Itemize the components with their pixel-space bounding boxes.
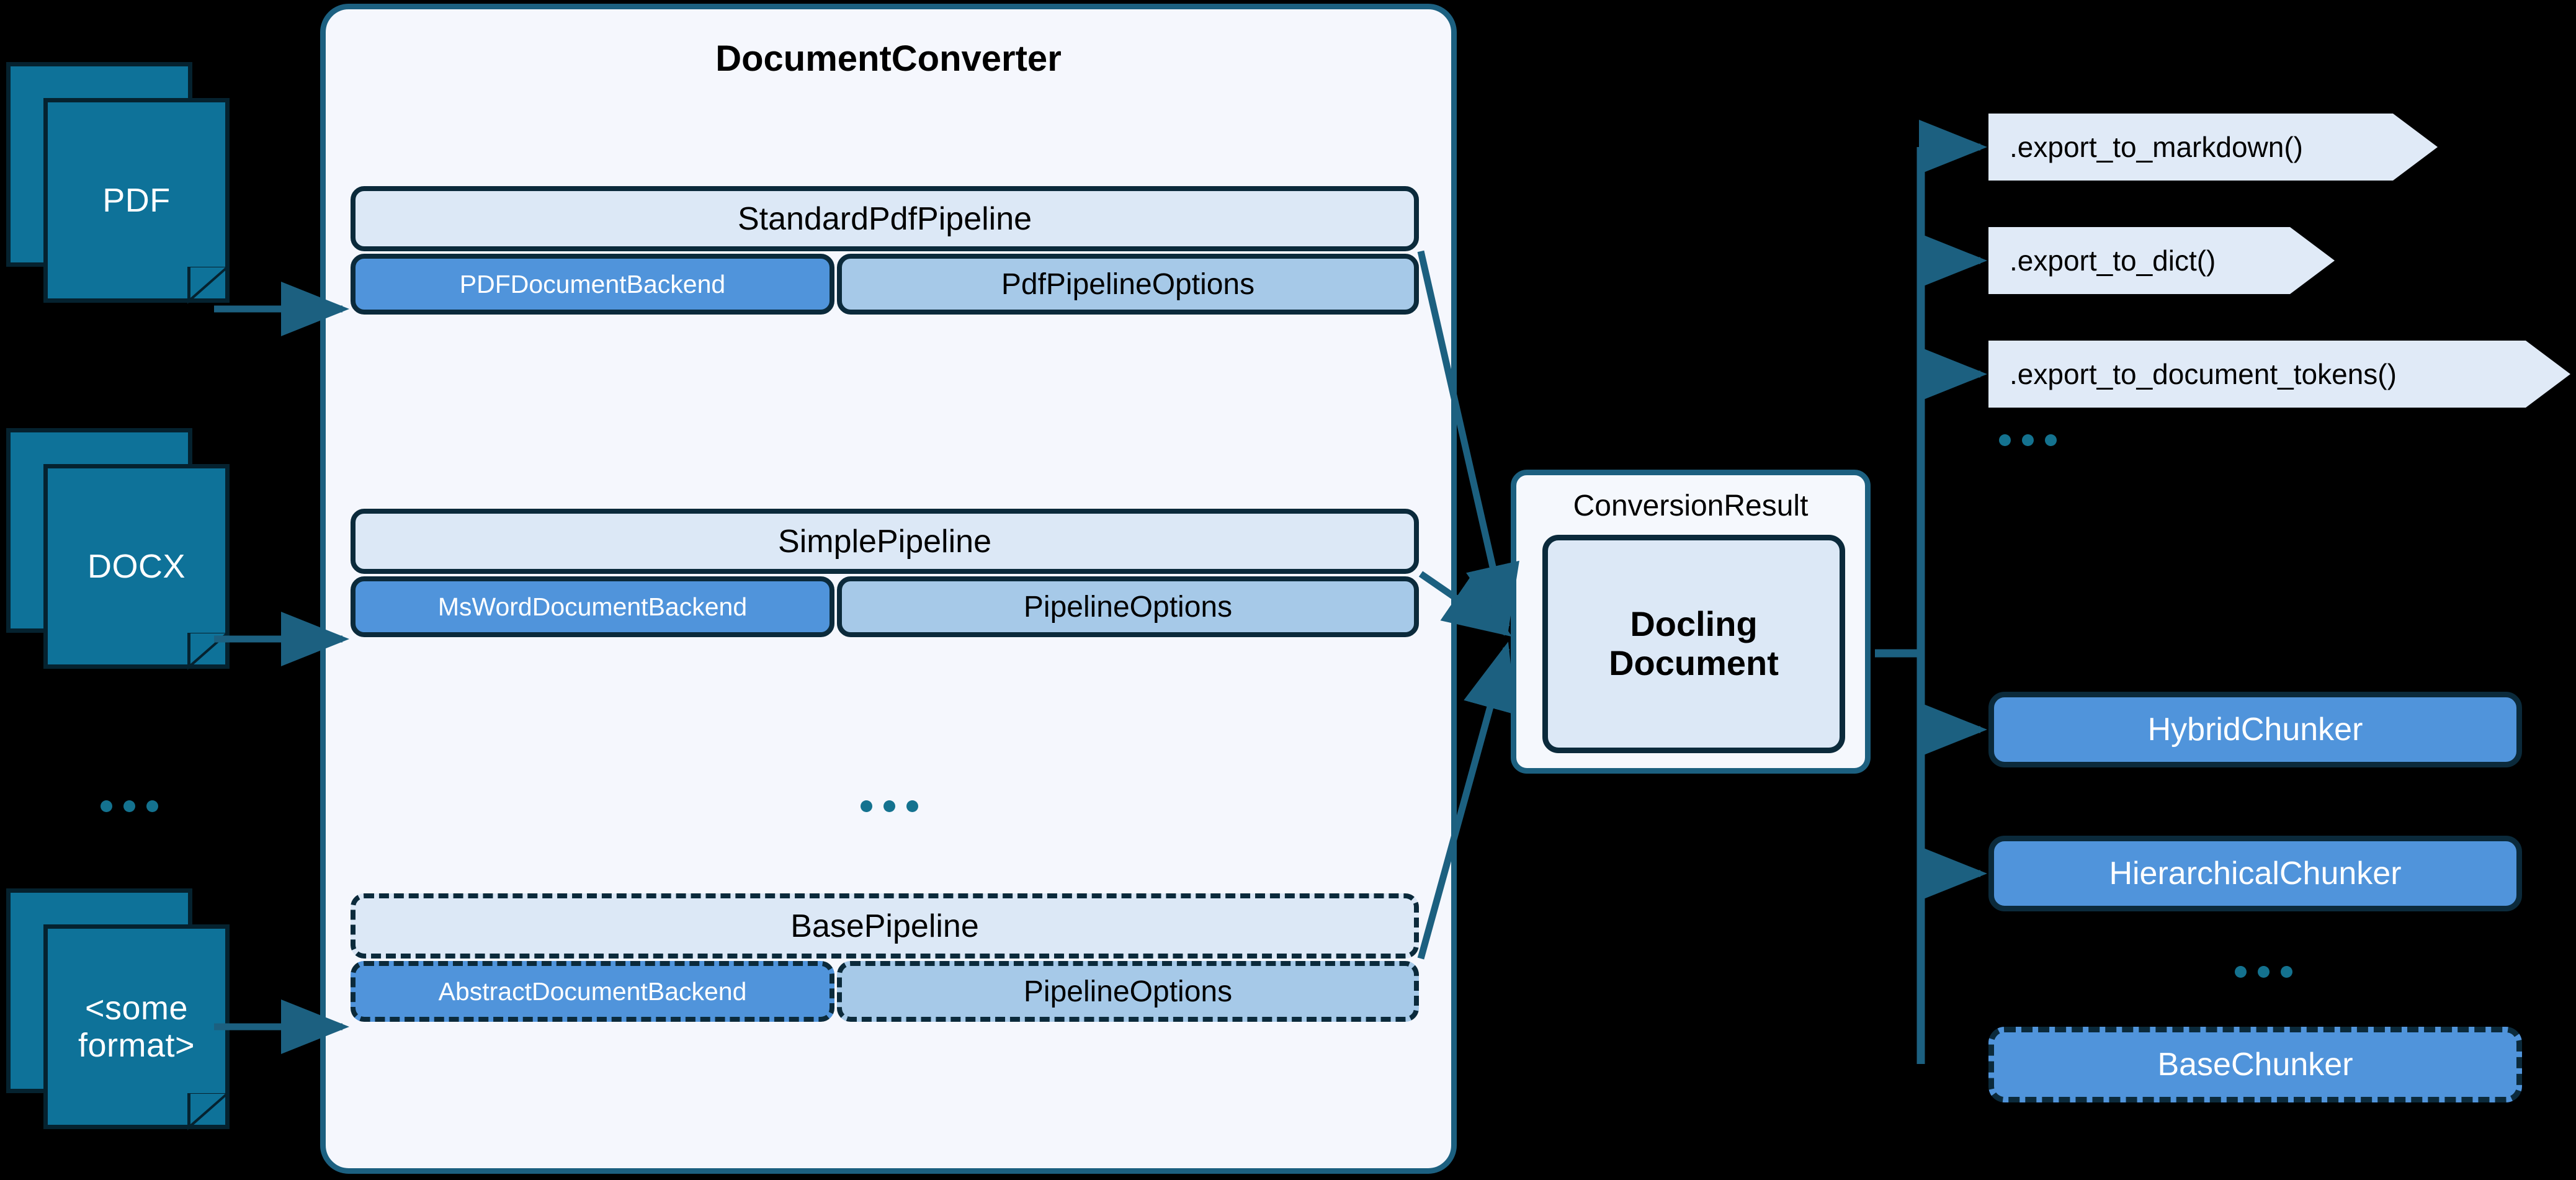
- page-fold-inner-icon: [190, 1094, 225, 1124]
- export-label-dict: .export_to_dict(): [2010, 244, 2216, 277]
- panel-title: DocumentConverter: [715, 38, 1062, 79]
- chunker-box-base[interactable]: BaseChunker: [1988, 1027, 2522, 1102]
- options-box-pdfpipelineoptions[interactable]: PdfPipelineOptions: [837, 254, 1419, 315]
- chunker-label-hybrid: HybridChunker: [2147, 712, 2363, 748]
- converter-ellipsis: [861, 800, 918, 812]
- input-label-docx: DOCX: [87, 547, 186, 585]
- pipeline-head-base[interactable]: BasePipeline: [351, 893, 1419, 959]
- pipeline-head-simple[interactable]: SimplePipeline: [351, 509, 1419, 574]
- page-fold-inner-icon: [190, 633, 225, 664]
- export-chevron-markdown[interactable]: .export_to_markdown(): [1988, 114, 2438, 181]
- chunkers-ellipsis: [2235, 966, 2292, 978]
- page-fold-inner-icon: [190, 267, 225, 298]
- document-sheet: PDF: [43, 98, 230, 303]
- export-label-markdown: .export_to_markdown(): [2010, 131, 2303, 163]
- chunker-box-hierarchical[interactable]: HierarchicalChunker: [1988, 836, 2522, 911]
- export-chevron-document-tokens[interactable]: .export_to_document_tokens(): [1988, 341, 2570, 408]
- exports-ellipsis: [1999, 434, 2057, 446]
- chunker-label-hierarchical: HierarchicalChunker: [2109, 856, 2402, 892]
- conversion-result-title: ConversionResult: [1573, 489, 1809, 522]
- export-label-document-tokens: .export_to_document_tokens(): [2010, 358, 2397, 390]
- options-box-pipelineoptions[interactable]: PipelineOptions: [837, 576, 1419, 637]
- export-chevron-dict[interactable]: .export_to_dict(): [1988, 227, 2335, 294]
- input-label-pdf: PDF: [102, 181, 171, 219]
- pipeline-head-standard-pdf[interactable]: StandardPdfPipeline: [351, 186, 1419, 251]
- backend-box-abstractdocumentbackend[interactable]: AbstractDocumentBackend: [351, 961, 834, 1022]
- inputs-ellipsis: [101, 800, 158, 812]
- chunker-label-base: BaseChunker: [2157, 1047, 2353, 1083]
- backend-box-pdfdocumentbackend[interactable]: PDFDocumentBackend: [351, 254, 834, 315]
- pipeline-group-simple[interactable]: SimplePipeline MsWordDocumentBackend Pip…: [351, 509, 1419, 637]
- pipeline-group-standard-pdf[interactable]: StandardPdfPipeline PDFDocumentBackend P…: [351, 186, 1419, 315]
- pipeline-group-base[interactable]: BasePipeline AbstractDocumentBackend Pip…: [351, 893, 1419, 1022]
- options-box-pipelineoptions-base[interactable]: PipelineOptions: [837, 961, 1419, 1022]
- chunker-box-hybrid[interactable]: HybridChunker: [1988, 692, 2522, 767]
- backend-box-mswordbackend[interactable]: MsWordDocumentBackend: [351, 576, 834, 637]
